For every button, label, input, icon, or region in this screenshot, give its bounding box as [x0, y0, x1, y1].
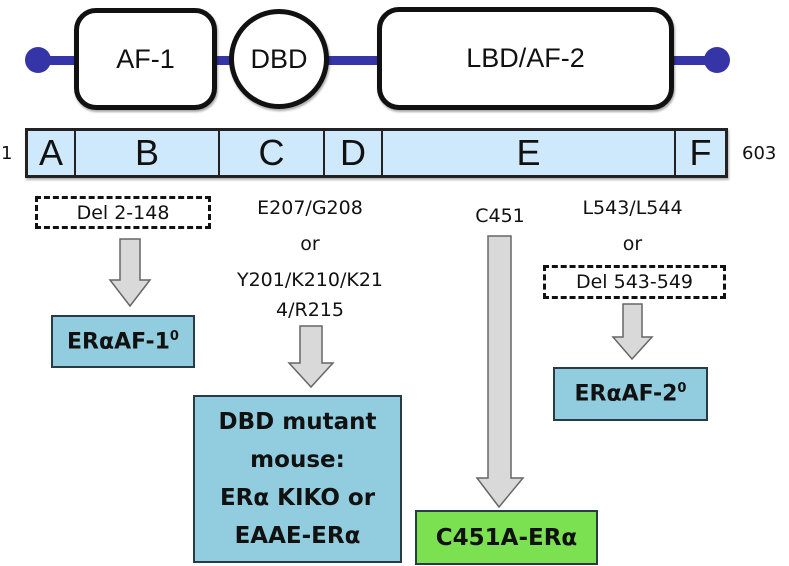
dbd-result-line-3: ERα KIKO or — [219, 485, 376, 511]
dbd-domain-circle: DBD — [229, 9, 329, 109]
segment-a: A — [28, 131, 76, 175]
dbd-result-line-2: mouse: — [250, 447, 345, 473]
dbd-result-line-4: EAAE-ERα — [234, 523, 361, 549]
af2-mutation-or: or — [622, 233, 643, 255]
af2-down-arrow-icon — [611, 303, 654, 361]
af2-result-label: ERαAF-20 — [574, 381, 687, 407]
segment-c: C — [220, 131, 325, 175]
c-terminus-dot — [704, 47, 730, 73]
af2-deletion-label: Del 543-549 — [575, 271, 694, 293]
end-residue-label: 603 — [742, 143, 777, 164]
dbd-mutation-line-3: Y201/K210/K21 — [236, 269, 384, 291]
af1-result-box: ERαAF-10 — [51, 315, 195, 368]
domain-bar: A B C D E F — [25, 128, 728, 178]
n-terminus-dot — [25, 47, 51, 73]
c451-result-box: C451A-ERα — [415, 510, 598, 565]
dbd-mutation-line-1: E207/G208 — [257, 197, 363, 219]
dbd-mutation-text: E207/G208 or Y201/K210/K21 4/R215 — [215, 190, 405, 328]
af1-deletion-box: Del 2-148 — [35, 196, 211, 229]
c451-down-arrow-icon — [475, 235, 525, 509]
dbd-result-line-1: DBD mutant — [218, 409, 377, 435]
af2-deletion-box: Del 543-549 — [543, 265, 726, 299]
segment-b: B — [76, 131, 220, 175]
c451-site-label: C451 — [475, 205, 525, 227]
dbd-mutation-or: or — [300, 233, 320, 255]
af1-domain-label: AF-1 — [116, 43, 175, 74]
c451-result-label: C451A-ERα — [435, 524, 578, 551]
af2-mutation-text: L543/L544 or — [545, 190, 720, 262]
dbd-domain-label: DBD — [250, 43, 308, 74]
segment-d: D — [325, 131, 383, 175]
af1-result-label: ERαAF-10 — [67, 328, 179, 355]
segment-e: E — [383, 131, 676, 175]
af1-deletion-label: Del 2-148 — [76, 201, 170, 224]
lbd-af2-domain-box: LBD/AF-2 — [377, 7, 674, 110]
af2-mutation-line-1: L543/L544 — [582, 197, 683, 219]
segment-f: F — [689, 132, 712, 173]
af1-down-arrow-icon — [108, 238, 152, 308]
dbd-down-arrow-icon — [287, 325, 335, 389]
start-residue-label: 1 — [1, 143, 13, 164]
af2-result-box: ERαAF-20 — [553, 367, 708, 421]
dbd-result-box: DBD mutant mouse: ERα KIKO or EAAE-ERα — [193, 395, 402, 563]
af1-domain-box: AF-1 — [74, 8, 217, 110]
lbd-af2-domain-label: LBD/AF-2 — [466, 43, 585, 73]
dbd-mutation-line-4: 4/R215 — [276, 299, 344, 321]
